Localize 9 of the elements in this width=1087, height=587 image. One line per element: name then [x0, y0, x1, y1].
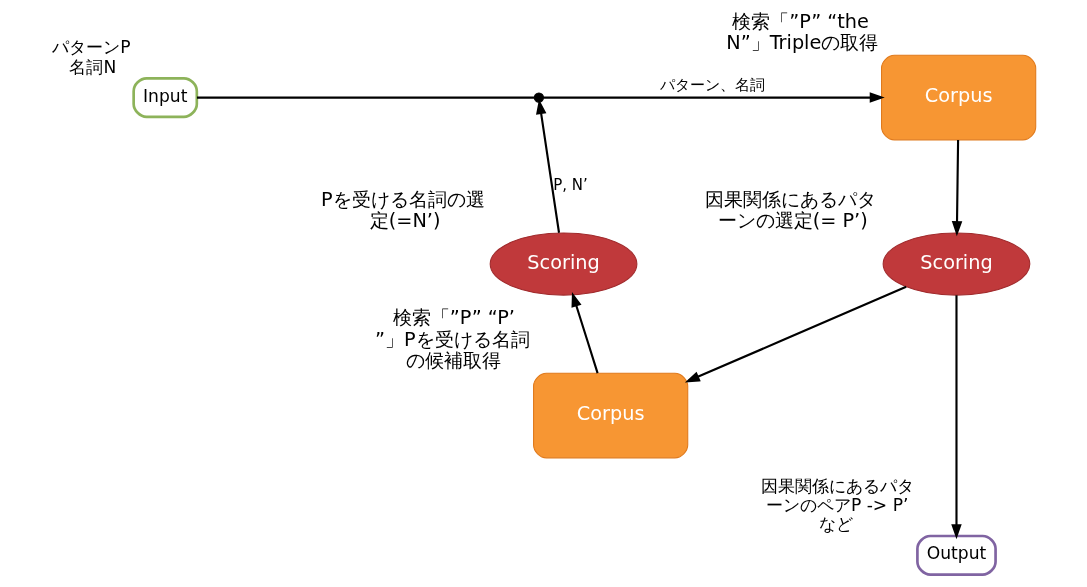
- node-label: パターンP: [51, 37, 131, 58]
- edge-label: パターン、名詞: [659, 76, 765, 95]
- node-label: Pを受ける名詞の選定(=N’): [320, 187, 485, 233]
- node-label: 名詞N: [68, 56, 116, 77]
- node-label: 検索「”P” “the N”」Tripleの取得: [725, 9, 878, 55]
- node-label: 因果関係にあるパターンの選定(= P’): [704, 187, 876, 233]
- edge-label: P, N’: [552, 176, 588, 195]
- node-label: 因果関係にあるパターンのペアP -> P’ など: [760, 475, 914, 535]
- node-label: 検索「”P” “P’”」Pを受ける名詞の候補取得: [374, 306, 530, 373]
